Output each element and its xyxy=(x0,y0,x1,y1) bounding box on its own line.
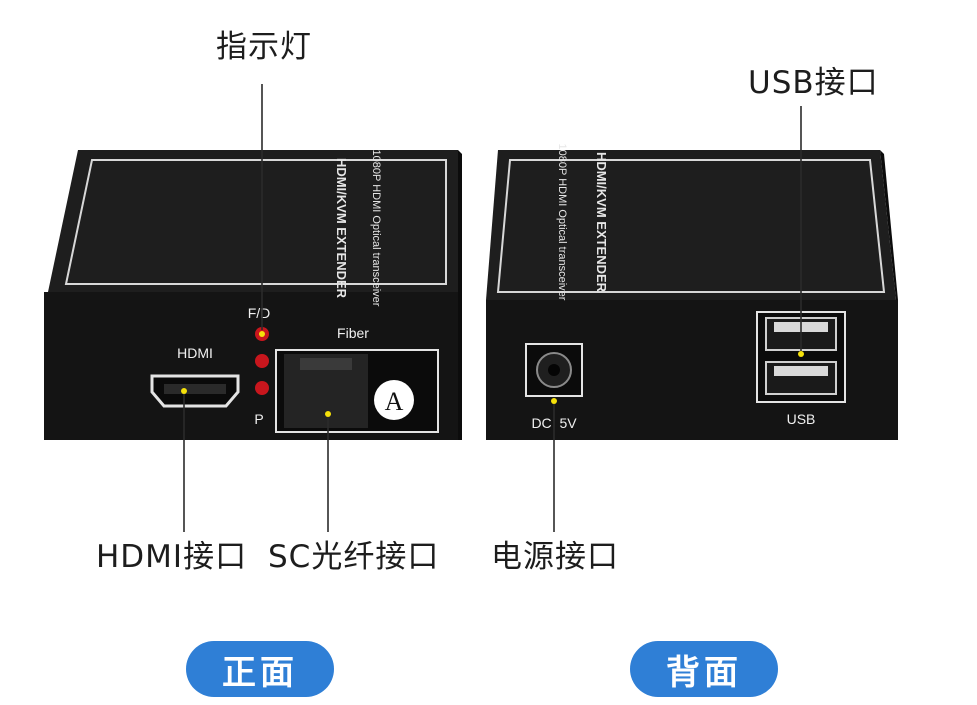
leader-lines xyxy=(183,84,802,532)
back-device-top xyxy=(486,150,896,300)
led-fd-label: F/D xyxy=(248,305,271,321)
back-top-label: HDMI/KVM EXTENDER 1080P HDMI Optical tra… xyxy=(556,144,609,301)
dc-jack-pin xyxy=(548,364,560,376)
back-top-label-line1: HDMI/KVM EXTENDER xyxy=(594,152,609,293)
front-device: HDMI/KVM EXTENDER 1080P HDMI Optical tra… xyxy=(44,150,462,440)
hdmi-port-inner xyxy=(164,384,226,394)
led-marker-dot xyxy=(259,331,265,337)
hdmi-marker-dot xyxy=(181,388,187,394)
back-device-side xyxy=(880,150,898,300)
fiber-label: Fiber xyxy=(337,325,369,341)
callout-sc-fiber-port: SC光纤接口 xyxy=(268,539,440,575)
led-indicator-2 xyxy=(255,354,269,368)
back-top-label-line2: 1080P HDMI Optical transceiver xyxy=(556,144,568,301)
front-device-top xyxy=(48,150,458,292)
back-device: HDMI/KVM EXTENDER 1080P HDMI Optical tra… xyxy=(486,144,898,440)
back-device-top-border xyxy=(496,159,886,293)
callout-hdmi-port: HDMI接口 xyxy=(96,539,248,575)
dc-marker-dot xyxy=(551,398,557,404)
front-device-top-border xyxy=(64,159,447,285)
callout-power-port: 电源接口 xyxy=(491,539,619,575)
front-top-label-line1: HDMI/KVM EXTENDER xyxy=(334,158,349,299)
hdmi-label: HDMI xyxy=(177,345,213,361)
sc-fiber-port-latch xyxy=(300,358,352,370)
front-top-label: HDMI/KVM EXTENDER 1080P HDMI Optical tra… xyxy=(334,150,382,307)
usb-label: USB xyxy=(787,411,816,427)
fiber-badge-letter: A xyxy=(385,387,404,416)
back-view-badge: 背面 xyxy=(630,641,778,697)
led-p-label: P xyxy=(254,411,263,427)
usb-port-lower-tongue xyxy=(774,366,828,376)
sc-fiber-marker-dot xyxy=(325,411,331,417)
front-view-badge: 正面 xyxy=(186,641,334,697)
front-device-side xyxy=(458,150,462,440)
callout-indicator: 指示灯 xyxy=(216,29,312,65)
front-top-label-line2: 1080P HDMI Optical transceiver xyxy=(370,150,382,307)
fiber-badge-circle xyxy=(374,380,414,420)
callout-usb-port: USB接口 xyxy=(748,65,879,101)
usb-marker-dot xyxy=(798,351,804,357)
led-indicator-3 xyxy=(255,381,269,395)
